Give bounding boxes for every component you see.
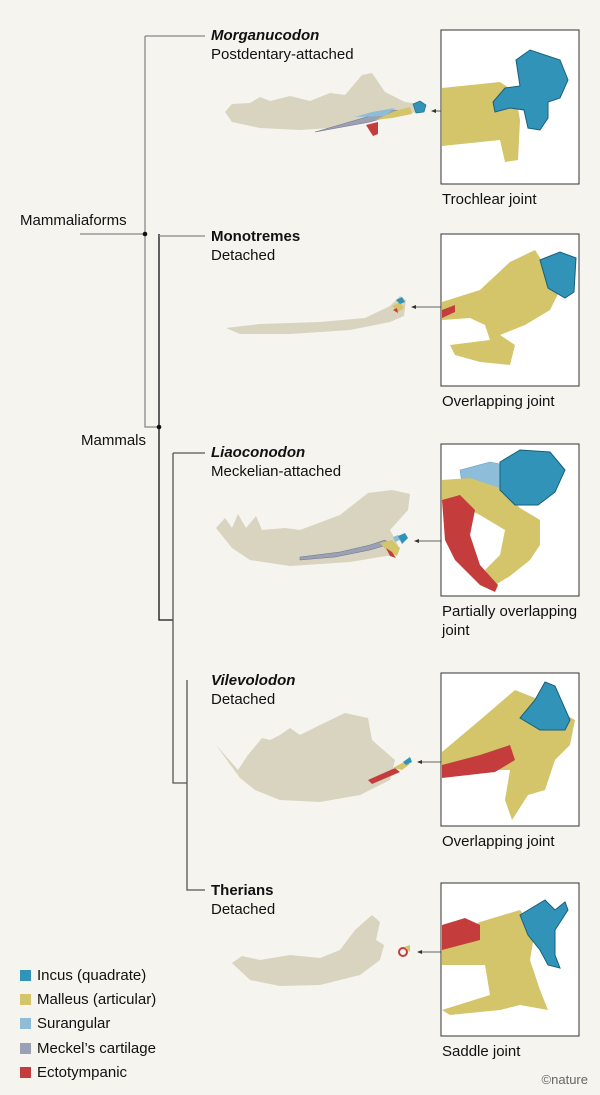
taxon-therians: Therians Detached	[211, 881, 275, 919]
morganucodon-jaw	[225, 73, 441, 136]
taxon-name: Vilevolodon	[211, 672, 296, 689]
legend-label: Surangular	[37, 1015, 111, 1033]
legend-item-surangular: Surangular	[20, 1012, 156, 1036]
legend-label: Meckel’s cartilage	[37, 1039, 156, 1057]
taxon-name: Therians	[211, 882, 274, 899]
legend-item-malleus: Malleus (articular)	[20, 987, 156, 1011]
taxon-state: Detached	[211, 247, 276, 264]
legend: Incus (quadrate) Malleus (articular) Sur…	[20, 963, 156, 1084]
nature-credit: ©nature	[541, 1072, 588, 1087]
joint-detail-partially-overlapping	[440, 443, 580, 597]
taxon-morganucodon: Morganucodon Postdentary-attached	[211, 26, 354, 64]
joint-label: Overlapping joint	[442, 393, 555, 410]
clade-label-mammals: Mammals	[81, 432, 147, 449]
taxon-state: Detached	[211, 691, 276, 708]
joint-label: Partially overlapping joint	[442, 603, 578, 639]
liaoconodon-jaw	[216, 490, 441, 566]
therian-jaw	[232, 915, 441, 986]
swatch-icon	[20, 993, 31, 1005]
swatch-icon	[20, 969, 31, 981]
joint-label: Trochlear joint	[442, 191, 537, 208]
taxon-vilevolodon: Vilevolodon Detached	[211, 671, 295, 709]
legend-label: Incus (quadrate)	[37, 966, 147, 984]
taxon-monotremes: Monotremes Detached	[211, 227, 300, 265]
taxon-name: Morganucodon	[211, 27, 320, 44]
legend-label: Ectotympanic	[37, 1063, 128, 1081]
clade-label-mammaliaforms: Mammaliaforms	[20, 212, 127, 229]
monotreme-jaw	[226, 296, 441, 334]
vilevolodon-jaw	[216, 713, 441, 802]
taxon-state: Detached	[211, 901, 276, 918]
joint-detail-saddle	[440, 882, 580, 1037]
legend-item-incus: Incus (quadrate)	[20, 963, 156, 987]
joint-label: Saddle joint	[442, 1043, 521, 1060]
joint-detail-trochlear	[440, 29, 580, 185]
taxon-name: Liaoconodon	[211, 444, 306, 461]
swatch-icon	[20, 1066, 31, 1078]
taxon-state: Meckelian-attached	[211, 463, 342, 480]
taxon-liaoconodon: Liaoconodon Meckelian-attached	[211, 443, 341, 481]
swatch-icon	[20, 1042, 31, 1054]
legend-label: Malleus (articular)	[37, 990, 157, 1008]
swatch-icon	[20, 1018, 31, 1030]
taxon-state: Postdentary-attached	[211, 46, 354, 63]
phylogenetic-tree	[80, 35, 205, 891]
taxon-name: Monotremes	[211, 228, 301, 245]
legend-item-ectotympanic: Ectotympanic	[20, 1060, 156, 1084]
legend-item-meckels-cartilage: Meckel’s cartilage	[20, 1036, 156, 1060]
joint-detail-overlapping-2	[440, 672, 580, 827]
joint-label: Overlapping joint	[442, 833, 555, 850]
joint-detail-overlapping-1	[440, 233, 580, 387]
